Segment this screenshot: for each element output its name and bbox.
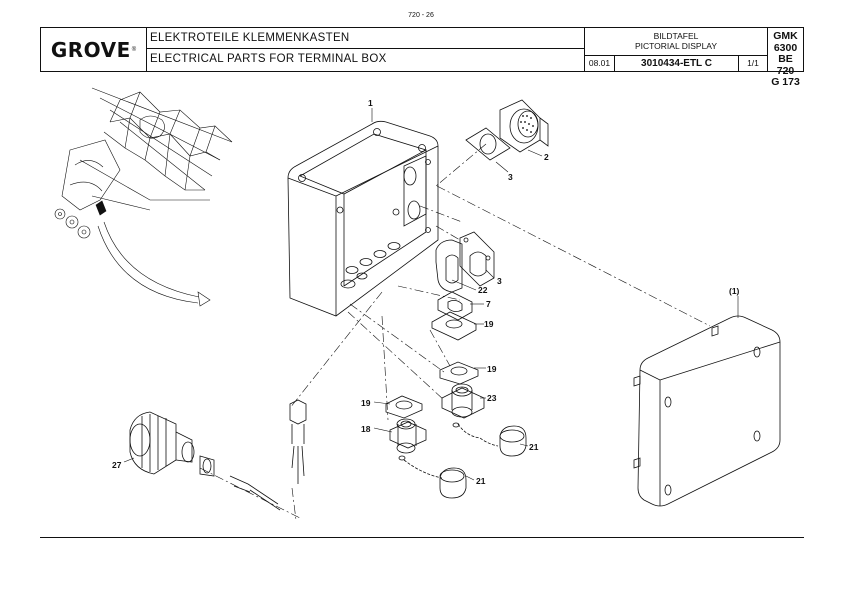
callout-18: 18 [361, 424, 371, 434]
page-number: 720 - 26 [408, 12, 434, 19]
callout-3-upper: 3 [508, 172, 513, 182]
display-type: BILDTAFEL PICTORIAL DISPLAY [585, 28, 768, 56]
callout-21-lower: 21 [476, 476, 486, 486]
issue-date: 08.01 [585, 56, 615, 71]
crane-overview-illustration [54, 87, 233, 307]
callout-7: 7 [486, 299, 491, 309]
terminal-box-housing [287, 120, 439, 317]
callout-27: 27 [112, 460, 122, 470]
callout-1: 1 [368, 98, 373, 108]
title-english: ELECTRICAL PARTS FOR TERMINAL BOX [147, 49, 585, 71]
callout-19-right: 19 [487, 364, 497, 374]
terminal-box-lid [633, 315, 781, 507]
model-line-1: GMK 6300 [773, 30, 798, 54]
bottom-rule [40, 537, 804, 538]
callout-leader-lines [123, 108, 739, 481]
model-line-3: G 173 [771, 76, 800, 88]
drawing-code: 3010434-ETL C [615, 56, 739, 71]
title-german: ELEKTROTEILE KLEMMENKASTEN [147, 28, 585, 49]
bildtafel-label: BILDTAFEL [653, 31, 699, 41]
grove-logo: GROVE® [41, 28, 147, 71]
registered-mark: ® [131, 46, 137, 53]
callout-1-reference: (1) [729, 286, 740, 296]
brand-name: GROVE [50, 37, 131, 62]
callout-3-lower: 3 [497, 276, 502, 286]
callout-19-left: 19 [361, 398, 371, 408]
model-block: GMK 6300 BE 720 G 173 [768, 28, 803, 87]
callout-19-middle: 19 [484, 319, 494, 329]
round-connector-part-2 [465, 99, 549, 161]
callout-labels: 1 2 3 3 22 7 19 19 19 23 18 21 21 27 (1) [112, 98, 740, 486]
pictorial-label: PICTORIAL DISPLAY [634, 40, 718, 51]
socket-assembly-18-21 [385, 395, 467, 499]
model-line-2: BE 720 [776, 53, 795, 77]
cable-gland [289, 399, 307, 484]
assembly-guide-lines [199, 143, 711, 521]
cable-connector-part-27 [129, 411, 281, 511]
sheet-number: 1/1 [739, 56, 768, 71]
callout-22: 22 [478, 285, 488, 295]
gasket-parts-22-3 [435, 231, 495, 293]
callout-21-right: 21 [529, 442, 539, 452]
socket-assembly-23-21 [439, 361, 527, 457]
reducer-and-gasket-7-19 [431, 291, 477, 341]
callout-23: 23 [487, 393, 497, 403]
callout-2: 2 [544, 152, 549, 162]
title-block: GROVE® ELEKTROTEILE KLEMMENKASTEN ELECTR… [40, 27, 804, 88]
